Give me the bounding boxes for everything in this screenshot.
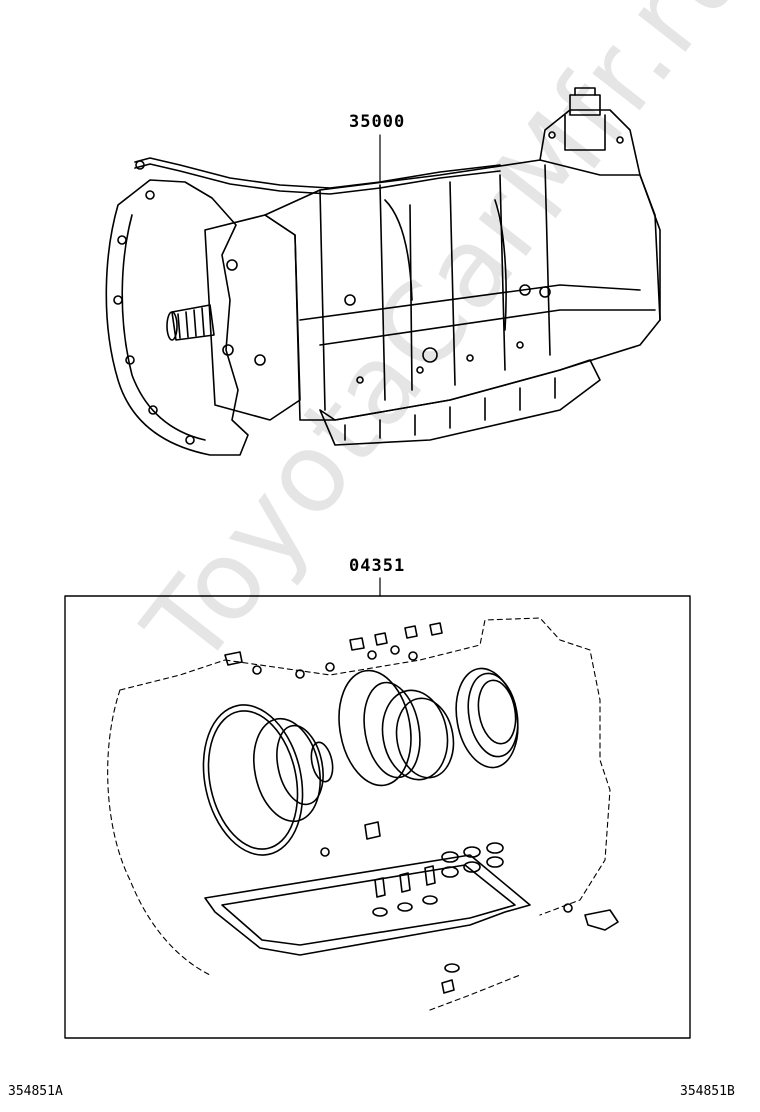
input-shaft bbox=[171, 304, 215, 341]
oil-pan-gasket bbox=[204, 854, 531, 956]
kit-frame bbox=[64, 595, 691, 1039]
part-number-04351[interactable]: 04351 bbox=[349, 556, 406, 576]
bell-housing bbox=[105, 179, 249, 456]
extension-housing bbox=[539, 109, 661, 321]
oil-pan bbox=[319, 359, 601, 446]
gasket-kit-box[interactable] bbox=[64, 577, 691, 1039]
part-number-35000[interactable]: 35000 bbox=[349, 112, 406, 132]
transmission-assembly-drawing[interactable] bbox=[105, 87, 661, 456]
diagram-code-right: 354851B bbox=[680, 1084, 735, 1099]
diagram-code-left: 354851A bbox=[8, 1084, 63, 1099]
breather-tube bbox=[134, 157, 501, 189]
